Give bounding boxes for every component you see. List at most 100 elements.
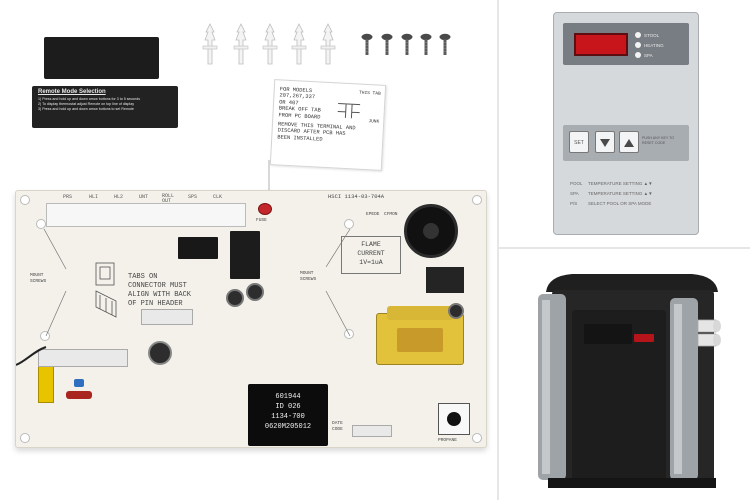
diode — [74, 379, 84, 387]
flame-line: 1V=1uA — [359, 259, 383, 266]
foam-gasket — [44, 37, 159, 79]
flame-pin-label: CFMON — [384, 212, 398, 217]
flame-line: CURRENT — [357, 250, 385, 257]
screw-icon — [439, 33, 451, 55]
mode-dot — [635, 42, 641, 48]
chip-line: 1134-700 — [271, 413, 305, 421]
chip-line: ID 026 — [275, 403, 301, 411]
date-code-label: DATE CODE — [332, 421, 343, 432]
display-area: STOOL HEATING SPA — [563, 23, 689, 65]
mode-indicator: STOOL — [635, 31, 659, 39]
key-name: P/S — [570, 201, 578, 206]
header-label: HL2 — [114, 194, 124, 200]
capacitor — [148, 341, 172, 365]
mount-hole — [472, 433, 482, 443]
board-part-label: HSCI 1134-03-704A — [328, 193, 385, 200]
connector-diagram — [95, 262, 117, 318]
terminal-strip — [46, 203, 246, 227]
header-label: PRS — [63, 194, 73, 200]
tabs-note-line: ALIGN WITH BACK — [128, 291, 192, 299]
up-button[interactable] — [619, 131, 639, 153]
mount-hole — [36, 219, 46, 229]
mode-label: SPA — [644, 52, 653, 58]
header-label: UNT — [139, 194, 149, 200]
button-area: SET PUSH ANY KEY TO RESET CODE — [563, 125, 689, 161]
mount-hole — [40, 331, 50, 341]
set-button[interactable]: SET — [569, 131, 589, 153]
key-line: P/S SELECT POOL OR SPA MODE — [570, 201, 651, 206]
chip-line: 601944 — [275, 393, 301, 401]
standoff-icon — [291, 23, 307, 65]
header-label: ROLL OUT — [162, 193, 175, 204]
arrow-down-icon — [600, 139, 610, 147]
key-name: SPA — [570, 191, 579, 196]
flame-line: FLAME — [361, 241, 381, 248]
screw-icon — [381, 33, 393, 55]
led-display — [574, 33, 628, 56]
pin-header — [352, 425, 392, 437]
relay — [230, 231, 260, 279]
instruction-line: 3) Press and hold up and down arrow butt… — [38, 107, 134, 111]
header-label: SPS — [188, 194, 198, 200]
propane-label: PROPANE — [438, 438, 457, 443]
down-button[interactable] — [595, 131, 615, 153]
warning-tag: FOR MODELS 207,267,337 OR 407 BREAK OFF … — [269, 79, 387, 171]
panel-hint: PUSH ANY KEY TO RESET CODE — [642, 136, 675, 145]
mode-label: HEATING — [644, 42, 664, 48]
standoff-icon — [233, 23, 249, 65]
resistor — [66, 391, 92, 399]
instruction-card: Remote Mode Selection 1) Press and hold … — [32, 86, 178, 128]
tag-side-label: THIS TAB — [358, 90, 381, 97]
tabs-note-line: OF PIN HEADER — [128, 300, 183, 308]
chip-line: 0620M205012 — [264, 423, 312, 431]
key-text: TEMPERATURE SETTING — [588, 191, 643, 196]
tabs-note-line: TABS ON — [128, 273, 158, 281]
screw-icon — [361, 33, 373, 55]
screw-icon — [420, 33, 432, 55]
wire — [16, 346, 47, 366]
flame-pin-label: EPEDE — [366, 212, 380, 217]
mount-hole — [20, 433, 30, 443]
propane-switch — [438, 403, 470, 435]
instruction-line: 1) Press and hold up and down arrow butt… — [38, 97, 141, 101]
horizontal-divider — [499, 247, 750, 249]
mode-label: STOOL — [644, 32, 660, 38]
tag-string — [268, 160, 270, 208]
control-panel: STOOL HEATING SPA SET PUSH ANY KEY TO RE… — [553, 12, 699, 235]
pool-heater-photo — [538, 274, 721, 488]
mount-lines — [43, 228, 351, 337]
mode-dot — [635, 32, 641, 38]
pin-header — [38, 349, 128, 367]
instruction-line: 2) To display thermostat adjust Remote o… — [38, 102, 135, 106]
fuse-label: FUSE — [256, 218, 267, 223]
flame-current-box: FLAME CURRENT 1V=1uA — [341, 236, 401, 274]
key-text: TEMPERATURE SETTING — [588, 181, 643, 186]
break-tab-diagram — [337, 103, 361, 119]
mount-hole — [344, 219, 354, 229]
standoff-icon — [262, 23, 278, 65]
tabs-note-line: CONNECTOR MUST — [128, 282, 187, 290]
brand-logo-icon — [634, 334, 654, 342]
capacitor — [448, 303, 464, 319]
header-label: CLK — [213, 194, 223, 200]
key-name: POOL — [570, 181, 583, 186]
mount-hole — [20, 195, 30, 205]
capacitor — [226, 289, 244, 307]
screw-icon — [401, 33, 413, 55]
standoff-icon — [202, 23, 218, 65]
control-board: PRS HLI HL2 UNT ROLL OUT SPS CLK HSCI 11… — [15, 190, 487, 448]
instruction-title: Remote Mode Selection — [38, 89, 106, 95]
arrow-up-icon — [624, 139, 634, 147]
standoff-icon — [320, 23, 336, 65]
tabs-note: TABS ON CONNECTOR MUST ALIGN WITH BACK O… — [128, 273, 191, 309]
key-text: SELECT POOL OR SPA MODE — [588, 201, 652, 206]
header-label: HLI — [89, 194, 99, 200]
vertical-divider — [497, 0, 499, 500]
regulator — [426, 267, 464, 293]
relay — [178, 237, 218, 259]
fuse — [258, 203, 272, 215]
capacitor — [246, 283, 264, 301]
mount-screws-label: MOUNT SCREWS — [300, 271, 317, 282]
